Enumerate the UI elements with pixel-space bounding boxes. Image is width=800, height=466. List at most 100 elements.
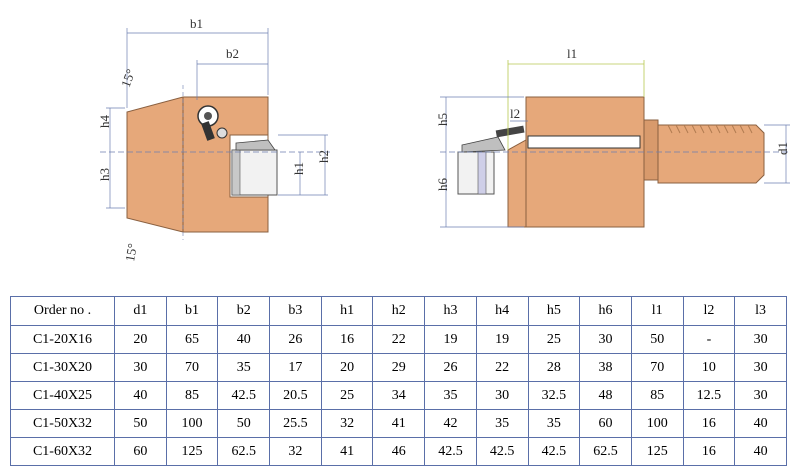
table-cell: 32.5 (527, 381, 581, 410)
table-header-row: Order no . d1 b1 b2 b3 h1 h2 h3 h4 h5 h6… (10, 296, 787, 326)
table-cell: 16 (682, 409, 736, 438)
table-cell: 38 (579, 353, 632, 382)
table-cell: 42.5 (527, 437, 581, 466)
table-cell: 125 (165, 437, 219, 466)
table-cell: 30 (475, 381, 529, 410)
header-h6: h6 (579, 296, 632, 326)
table-cell: 60 (579, 409, 632, 438)
table-cell: 25 (527, 325, 581, 354)
header-order-no: Order no . (10, 296, 115, 326)
table-cell: 50 (630, 325, 684, 354)
table-cell: 20 (114, 325, 167, 354)
order-number-cell: C1-60X32 (10, 437, 115, 466)
table-cell: 42 (424, 409, 477, 438)
table-cell: 65 (165, 325, 219, 354)
table-cell: 26 (424, 353, 477, 382)
table-cell: 28 (527, 353, 581, 382)
table-cell: 16 (320, 325, 374, 354)
header-b2: b2 (217, 296, 271, 326)
header-d1: d1 (114, 296, 167, 326)
table-cell: 46 (372, 437, 426, 466)
label-l1: l1 (567, 46, 577, 61)
order-number-cell: C1-20X16 (10, 325, 115, 354)
table-cell: 32 (320, 409, 374, 438)
label-d1: d1 (775, 142, 790, 155)
header-h4: h4 (475, 296, 529, 326)
label-angle-top: 15° (118, 67, 138, 89)
table-cell: 17 (269, 353, 322, 382)
header-h5: h5 (527, 296, 581, 326)
table-cell: 42.5 (424, 437, 477, 466)
table-cell: 125 (630, 437, 684, 466)
header-l2: l2 (682, 296, 736, 326)
label-h2: h2 (316, 150, 331, 163)
table-cell: 70 (630, 353, 684, 382)
label-h4: h4 (97, 115, 112, 129)
table-cell: 70 (165, 353, 219, 382)
table-cell: 30 (734, 325, 787, 354)
left-view: b1 b2 15° 15° h4 h3 h1 h2 (97, 16, 331, 263)
table-cell: 85 (630, 381, 684, 410)
table-cell: 35 (217, 353, 271, 382)
table-cell: 20.5 (269, 381, 322, 410)
table-cell: 20 (320, 353, 374, 382)
table-cell: 35 (475, 409, 529, 438)
label-angle-bottom: 15° (122, 242, 140, 263)
label-b1: b1 (190, 16, 203, 31)
right-insert (457, 151, 495, 195)
table-cell: 62.5 (579, 437, 632, 466)
right-view: l1 l2 h5 h6 d1 (435, 46, 790, 228)
table-cell: 19 (475, 325, 529, 354)
header-b3: b3 (269, 296, 322, 326)
table-cell: 22 (372, 325, 426, 354)
table-cell: 100 (165, 409, 219, 438)
header-l1: l1 (630, 296, 684, 326)
label-h3: h3 (97, 168, 112, 181)
table-cell: 34 (372, 381, 426, 410)
header-h3: h3 (424, 296, 477, 326)
header-l3: l3 (734, 296, 787, 326)
table-cell: 100 (630, 409, 684, 438)
order-number-cell: C1-40X25 (10, 381, 115, 410)
table-cell: 85 (165, 381, 219, 410)
order-number-cell: C1-30X20 (10, 353, 115, 382)
table-cell: 42.5 (475, 437, 529, 466)
table-cell: 40 (734, 409, 787, 438)
table-cell: 62.5 (217, 437, 271, 466)
table-cell: 19 (424, 325, 477, 354)
header-h2: h2 (372, 296, 426, 326)
table-cell: 12.5 (682, 381, 736, 410)
label-h1: h1 (291, 162, 306, 175)
table-cell: 30 (734, 381, 787, 410)
table-cell: 42.5 (217, 381, 271, 410)
table-cell: 26 (269, 325, 322, 354)
table-cell: 60 (114, 437, 167, 466)
table-cell: 41 (320, 437, 374, 466)
technical-drawing: b1 b2 15° 15° h4 h3 h1 h2 (97, 16, 790, 263)
table-cell: 30 (734, 353, 787, 382)
label-b2: b2 (226, 46, 239, 61)
table-cell: 10 (682, 353, 736, 382)
header-h1: h1 (320, 296, 374, 326)
table-cell: 41 (372, 409, 426, 438)
dimensions-table: Order no . d1 b1 b2 b3 h1 h2 h3 h4 h5 h6… (10, 296, 787, 466)
label-l2: l2 (510, 106, 520, 121)
threaded-shank (643, 119, 659, 181)
label-h5: h5 (435, 113, 450, 126)
table-cell: - (682, 325, 736, 354)
table-cell: 40 (217, 325, 271, 354)
table-cell: 35 (527, 409, 581, 438)
table-cell: 32 (269, 437, 322, 466)
table-cell: 50 (114, 409, 167, 438)
table-cell: 40 (734, 437, 787, 466)
table-cell: 48 (579, 381, 632, 410)
table-cell: 22 (475, 353, 529, 382)
table-cell: 16 (682, 437, 736, 466)
order-number-cell: C1-50X32 (10, 409, 115, 438)
table-cell: 40 (114, 381, 167, 410)
table-cell: 30 (579, 325, 632, 354)
